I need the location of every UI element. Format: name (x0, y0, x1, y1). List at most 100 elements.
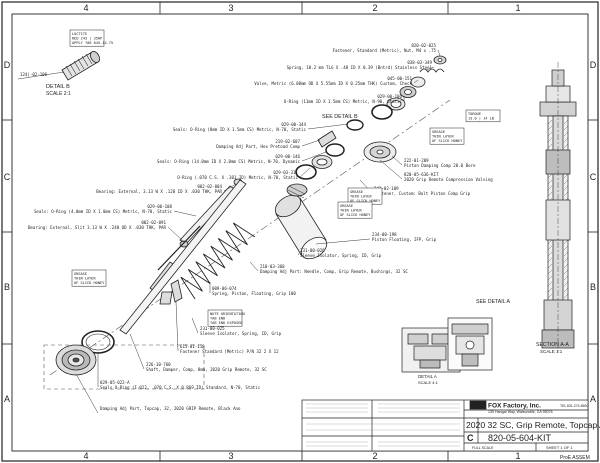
zone-top-2: 2 (372, 3, 377, 13)
note-line: THIN LAYER (74, 276, 96, 280)
callout-line: Fastener, Standard (Metric), Nut, M4 x .… (332, 48, 436, 53)
callout-line: 029-05-022-A (100, 380, 130, 385)
callout-line: 029-00-344 (281, 122, 306, 127)
detail-b-label: DETAIL B (46, 84, 70, 90)
hatch-line (563, 179, 569, 185)
inner-border (11, 13, 589, 452)
zone-top-3: 3 (228, 3, 233, 13)
hatch-line (563, 119, 569, 125)
hatch-line (547, 275, 553, 281)
zone-left-d: D (4, 60, 11, 70)
section-aa-scale: SCALE 1:1 (540, 349, 563, 354)
zone-right-a: A (590, 394, 596, 404)
note-line: TAB END (210, 316, 225, 320)
callout-line: Spring, Piston, Floating, Grip 100 (212, 291, 296, 296)
hatch-line (563, 275, 569, 281)
hatch-line (563, 125, 569, 131)
note-line: OF SLICK HONEY (350, 199, 381, 203)
hatch-line (563, 257, 569, 263)
part-number: 820-05-604-KIT (488, 433, 552, 443)
zone-top-4: 4 (83, 3, 88, 13)
note-line: GREASE (350, 190, 363, 194)
hatch-line (547, 281, 553, 287)
leader-c15 (315, 238, 371, 245)
callout-line: Piston Floating, IFP, Grip (372, 237, 437, 242)
detail-b-screw (61, 51, 100, 81)
company-address: 130 Hangar Way, Watsonville, CA 95076 (488, 410, 553, 414)
hatch-line (547, 173, 553, 179)
zone-right-d: D (590, 60, 597, 70)
callout-line: 029-00-146 (275, 154, 300, 159)
callout-line: Damping Adj Part, Hex Pretoad Comp (216, 144, 300, 149)
leader-c7 (301, 151, 327, 162)
callout-line: 029-00-106 (377, 94, 402, 99)
hatch-line (563, 293, 569, 299)
leader-c9 (223, 183, 237, 192)
callout-c23: Damping Adj Part, Topcap, 32, 2020 GRIP … (100, 406, 241, 411)
leader-c11 (167, 226, 185, 243)
needle-shaft (119, 179, 247, 335)
note-line: THIN LAYER (432, 134, 454, 138)
hatch-line (563, 185, 569, 191)
company-name: FOX Factory, Inc. (488, 403, 541, 410)
zone-right-c: C (590, 172, 597, 182)
hatch-line (547, 137, 553, 143)
callout-line: 124|-02-106 (20, 72, 48, 77)
leader-c21 (129, 333, 145, 370)
detail-a-label: DETAIL A (418, 374, 437, 379)
callout-line: Sleeve Isolator, Spring, ID, Grip (200, 331, 282, 336)
leader-c16 (297, 251, 301, 256)
zone-left-b: B (4, 282, 10, 292)
title-block-fine-print (306, 403, 460, 447)
note-line: GREASE (432, 130, 445, 134)
callout-line: Seals: O-Ring (14.0mm ID X 2.0mm CS) Met… (157, 159, 300, 164)
hatch-line (547, 257, 553, 263)
hatch-line (547, 119, 553, 125)
callout-line: 820-05-636-KIT (404, 172, 439, 177)
callout-line: Fastener, Custom: Bolt Piston Comp Grip (374, 191, 471, 196)
note-box-n5 (337, 201, 373, 219)
zone-bottom-4: 4 (83, 451, 88, 461)
callout-line: Bearing: External, 3.13 W X .128 ID X .0… (96, 189, 222, 194)
sheet-size: C (467, 433, 474, 443)
zone-bottom-2: 2 (372, 451, 377, 461)
leader-c19 (191, 317, 199, 334)
note-line: 13.0 | 14 LB (468, 116, 494, 120)
callout-line: Damping Adj Part: Needle, Comp, Grip Rem… (260, 269, 408, 274)
leader-c20 (175, 301, 179, 352)
leader-c17 (249, 261, 259, 272)
leader-c5 (307, 123, 349, 130)
detail-b-scale: SCALE 2:1 (46, 91, 71, 97)
hatch-line (563, 191, 569, 197)
callout-line: 219-02-607 (275, 139, 300, 144)
hatch-line (563, 239, 569, 245)
hatch-line (563, 173, 569, 179)
callout-line: Seals: O-Ring (8mm ID X 1.5mm CS) Metric… (173, 127, 307, 132)
callout-line: Valve, Metric (6.00mm OD X 5.55mm ID X 0… (254, 81, 412, 86)
spring-coils (180, 222, 256, 300)
leader-c23 (75, 373, 99, 414)
hatch-line (563, 281, 569, 287)
hatch-line (563, 137, 569, 143)
note-line: OF SLICK HONEY (340, 213, 371, 217)
leader-lines (17, 49, 441, 414)
hatch-line (563, 269, 569, 275)
note-box-n1 (69, 29, 105, 47)
detail-a-scale: SCALE 4:1 (418, 380, 439, 385)
callout-line: 222-01-209 (404, 158, 429, 163)
